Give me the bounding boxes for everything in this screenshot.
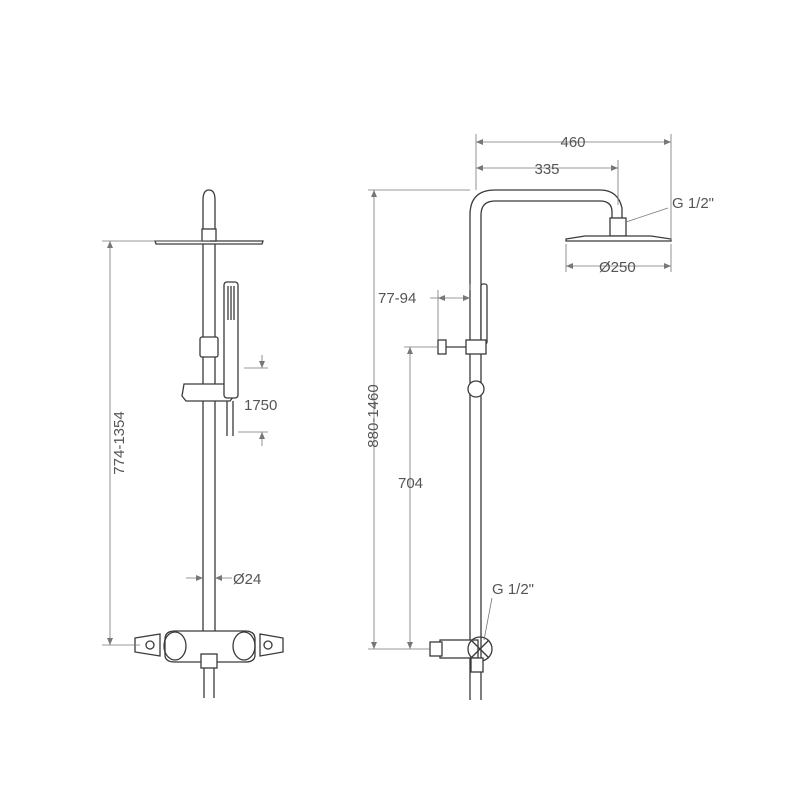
side-valve-body — [439, 639, 479, 659]
side-view: 460 335 G 1/2" Ø250 77-94 880-1460 — [365, 134, 714, 700]
front-outlet — [200, 653, 218, 669]
dim-880-1460: 880-1460 — [365, 384, 382, 447]
side-head-connector — [609, 217, 627, 237]
side-wall-bracket — [465, 339, 487, 355]
side-shower-head — [565, 235, 672, 242]
dim-77-94: 77-94 — [378, 290, 416, 307]
front-arm-bend — [202, 189, 216, 236]
front-hose — [226, 401, 234, 436]
side-hand-shower — [480, 283, 488, 345]
dim-774-1354: 774-1354 — [111, 411, 128, 474]
side-shower-arm — [469, 189, 623, 218]
dim-460: 460 — [560, 134, 585, 151]
dim-diameter-250: Ø250 — [599, 259, 636, 276]
side-slider-knob — [467, 380, 485, 398]
thread-label-bottom: G 1/2" — [492, 581, 534, 598]
dim-diameter-24: Ø24 — [233, 571, 261, 588]
front-head-connector — [201, 228, 217, 242]
dim-1750: 1750 — [244, 397, 277, 414]
dim-335: 335 — [534, 161, 559, 178]
dim-704: 704 — [398, 475, 423, 492]
front-mixer-body — [164, 630, 256, 663]
thread-label-top: G 1/2" — [672, 195, 714, 212]
front-view: 774-1354 1750 Ø24 — [102, 189, 284, 698]
front-pipe-coupling — [199, 336, 219, 358]
front-shower-head — [154, 240, 264, 245]
